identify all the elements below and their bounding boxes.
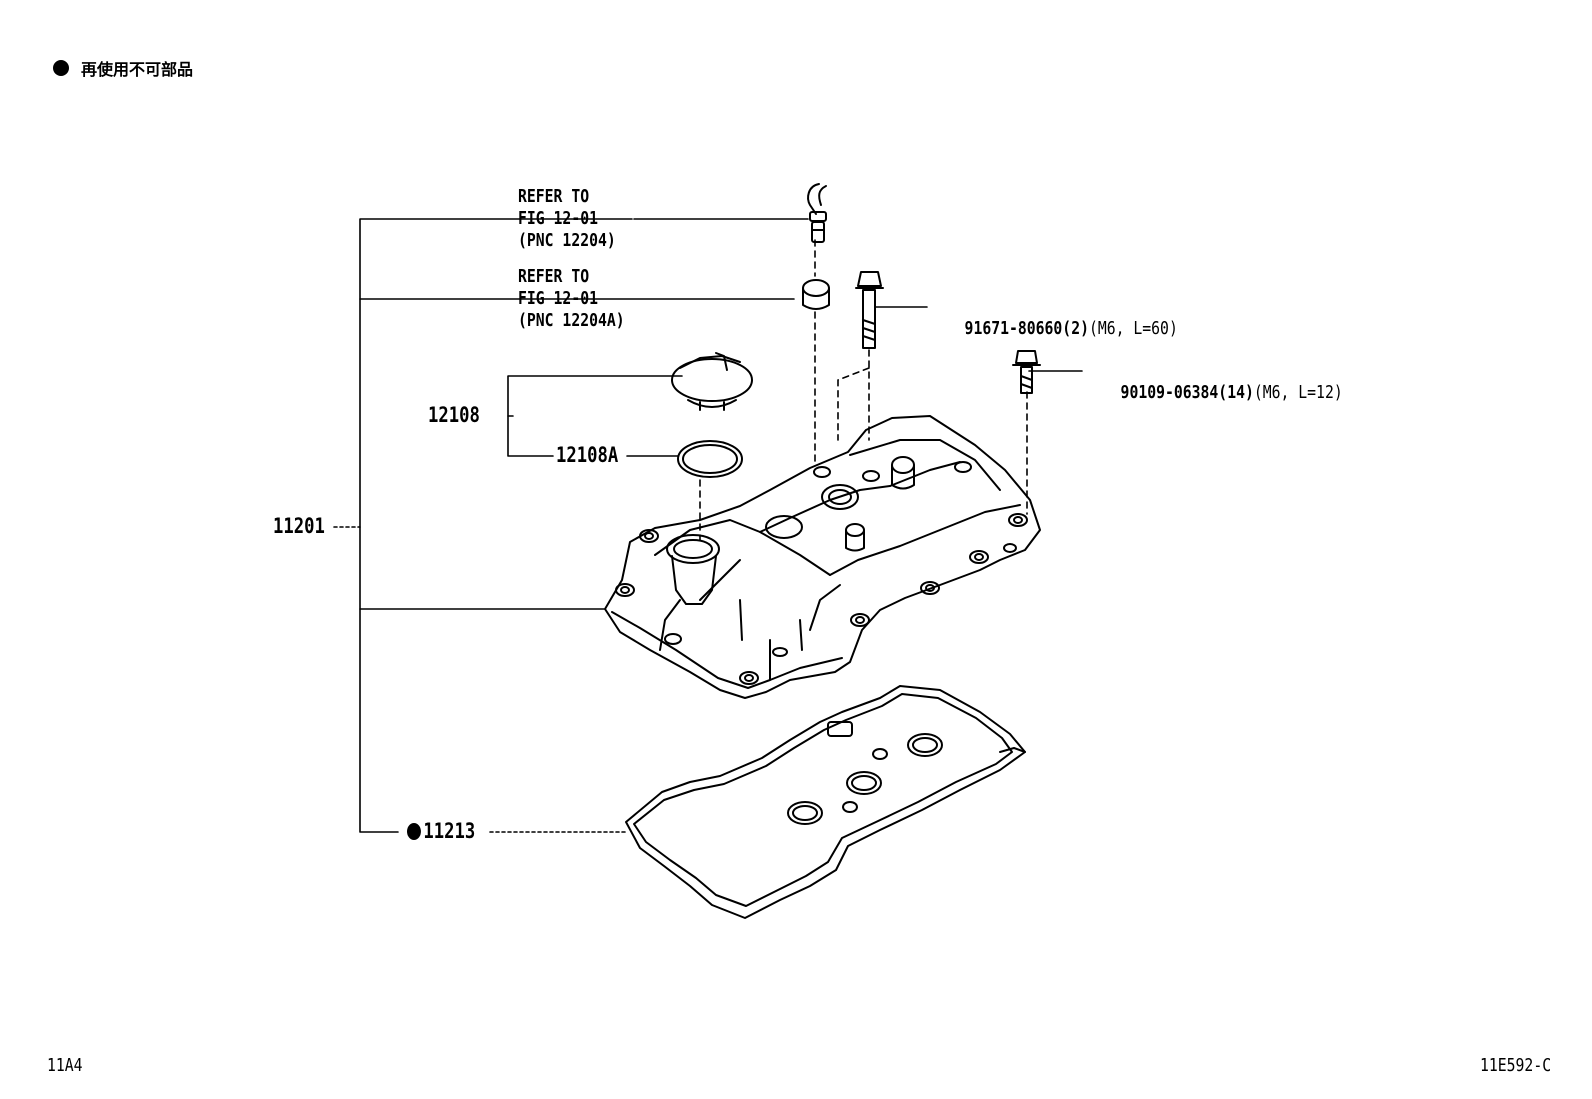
gasket-part-number: 11213 — [407, 820, 475, 842]
breather-hose — [807, 183, 827, 243]
cylinder-head-cover — [604, 415, 1041, 699]
refer-label-2-line2: FIG 12-01 — [518, 288, 598, 309]
leader-bracket — [333, 218, 1083, 833]
long-bolt-part-number: 91671-80660(2)(M6, L=60) — [929, 296, 1178, 362]
short-bolt — [1012, 350, 1041, 394]
footer-left-code: 11A4 — [47, 1055, 83, 1076]
short-bolt-spec: (M6, L=12) — [1253, 382, 1343, 403]
assembly-lines — [699, 239, 1028, 541]
refer-label-2-line1: REFER TO — [518, 266, 590, 287]
cap-gasket-part-number: 12108A — [556, 443, 619, 467]
long-bolt — [855, 271, 884, 349]
non-reusable-marker-icon — [53, 60, 69, 76]
legend-text: 再使用不可部品 — [81, 60, 194, 79]
non-reusable-marker-icon — [407, 822, 421, 840]
short-bolt-part-number: 90109-06384(14)(M6, L=12) — [1085, 360, 1343, 426]
head-cover-gasket — [625, 685, 1026, 919]
footer-right-code: 11E592-C — [1480, 1055, 1552, 1076]
legend: 再使用不可部品 — [53, 56, 193, 80]
gasket-part-number-text: 11213 — [423, 819, 476, 843]
refer-label-1-line3: (PNC 12204) — [518, 230, 616, 251]
cap-part-number: 12108 — [428, 403, 480, 427]
grommet — [802, 279, 830, 310]
refer-label-2-line3: (PNC 12204A) — [518, 310, 625, 331]
long-bolt-part: 91671-80660(2) — [964, 318, 1089, 339]
oil-filler-cap — [671, 352, 753, 411]
refer-label-1-line1: REFER TO — [518, 186, 590, 207]
cap-o-ring — [677, 440, 743, 478]
refer-label-1-line2: FIG 12-01 — [518, 208, 598, 229]
cover-part-number: 11201 — [273, 514, 325, 538]
long-bolt-spec: (M6, L=60) — [1088, 318, 1178, 339]
short-bolt-part: 90109-06384(14) — [1120, 382, 1254, 403]
